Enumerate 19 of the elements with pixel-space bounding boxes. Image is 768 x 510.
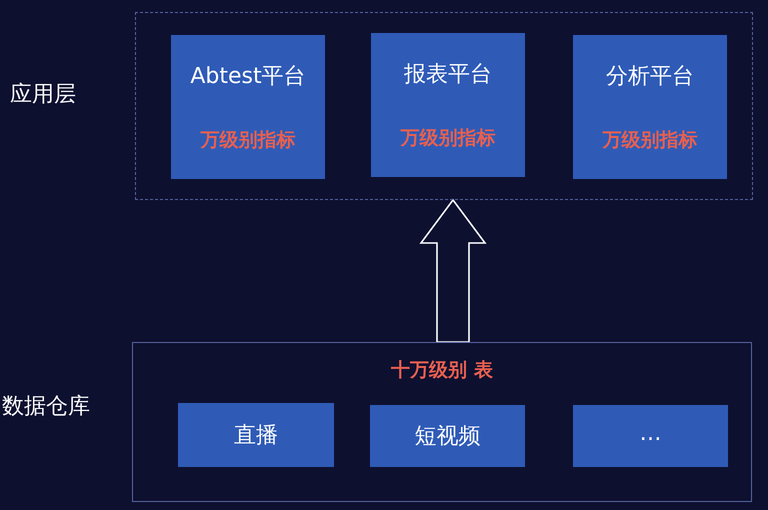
table-box [573, 405, 728, 467]
layer-label: 数据仓库 [2, 393, 90, 421]
table-name: 直播 [233, 422, 279, 450]
platform-box [371, 33, 525, 177]
table-box [370, 405, 525, 467]
platform-title: 报表平台 [403, 61, 493, 89]
platform-title: Abtest平台 [189, 63, 307, 91]
table-box [178, 403, 334, 467]
platform-box [573, 35, 727, 179]
metric-label: 万级别指标 [199, 128, 296, 153]
layer-label: 应用层 [10, 81, 76, 109]
metric-label: 万级别指标 [601, 128, 698, 153]
block-arrow [419, 198, 487, 343]
metric-label: 万级别指标 [399, 126, 496, 151]
platform-title: 分析平台 [605, 63, 695, 91]
table-name: 短视频 [414, 423, 482, 451]
section-heading: 十万级别 表 [390, 358, 494, 383]
platform-box [171, 35, 325, 179]
table-name: … [638, 421, 662, 446]
